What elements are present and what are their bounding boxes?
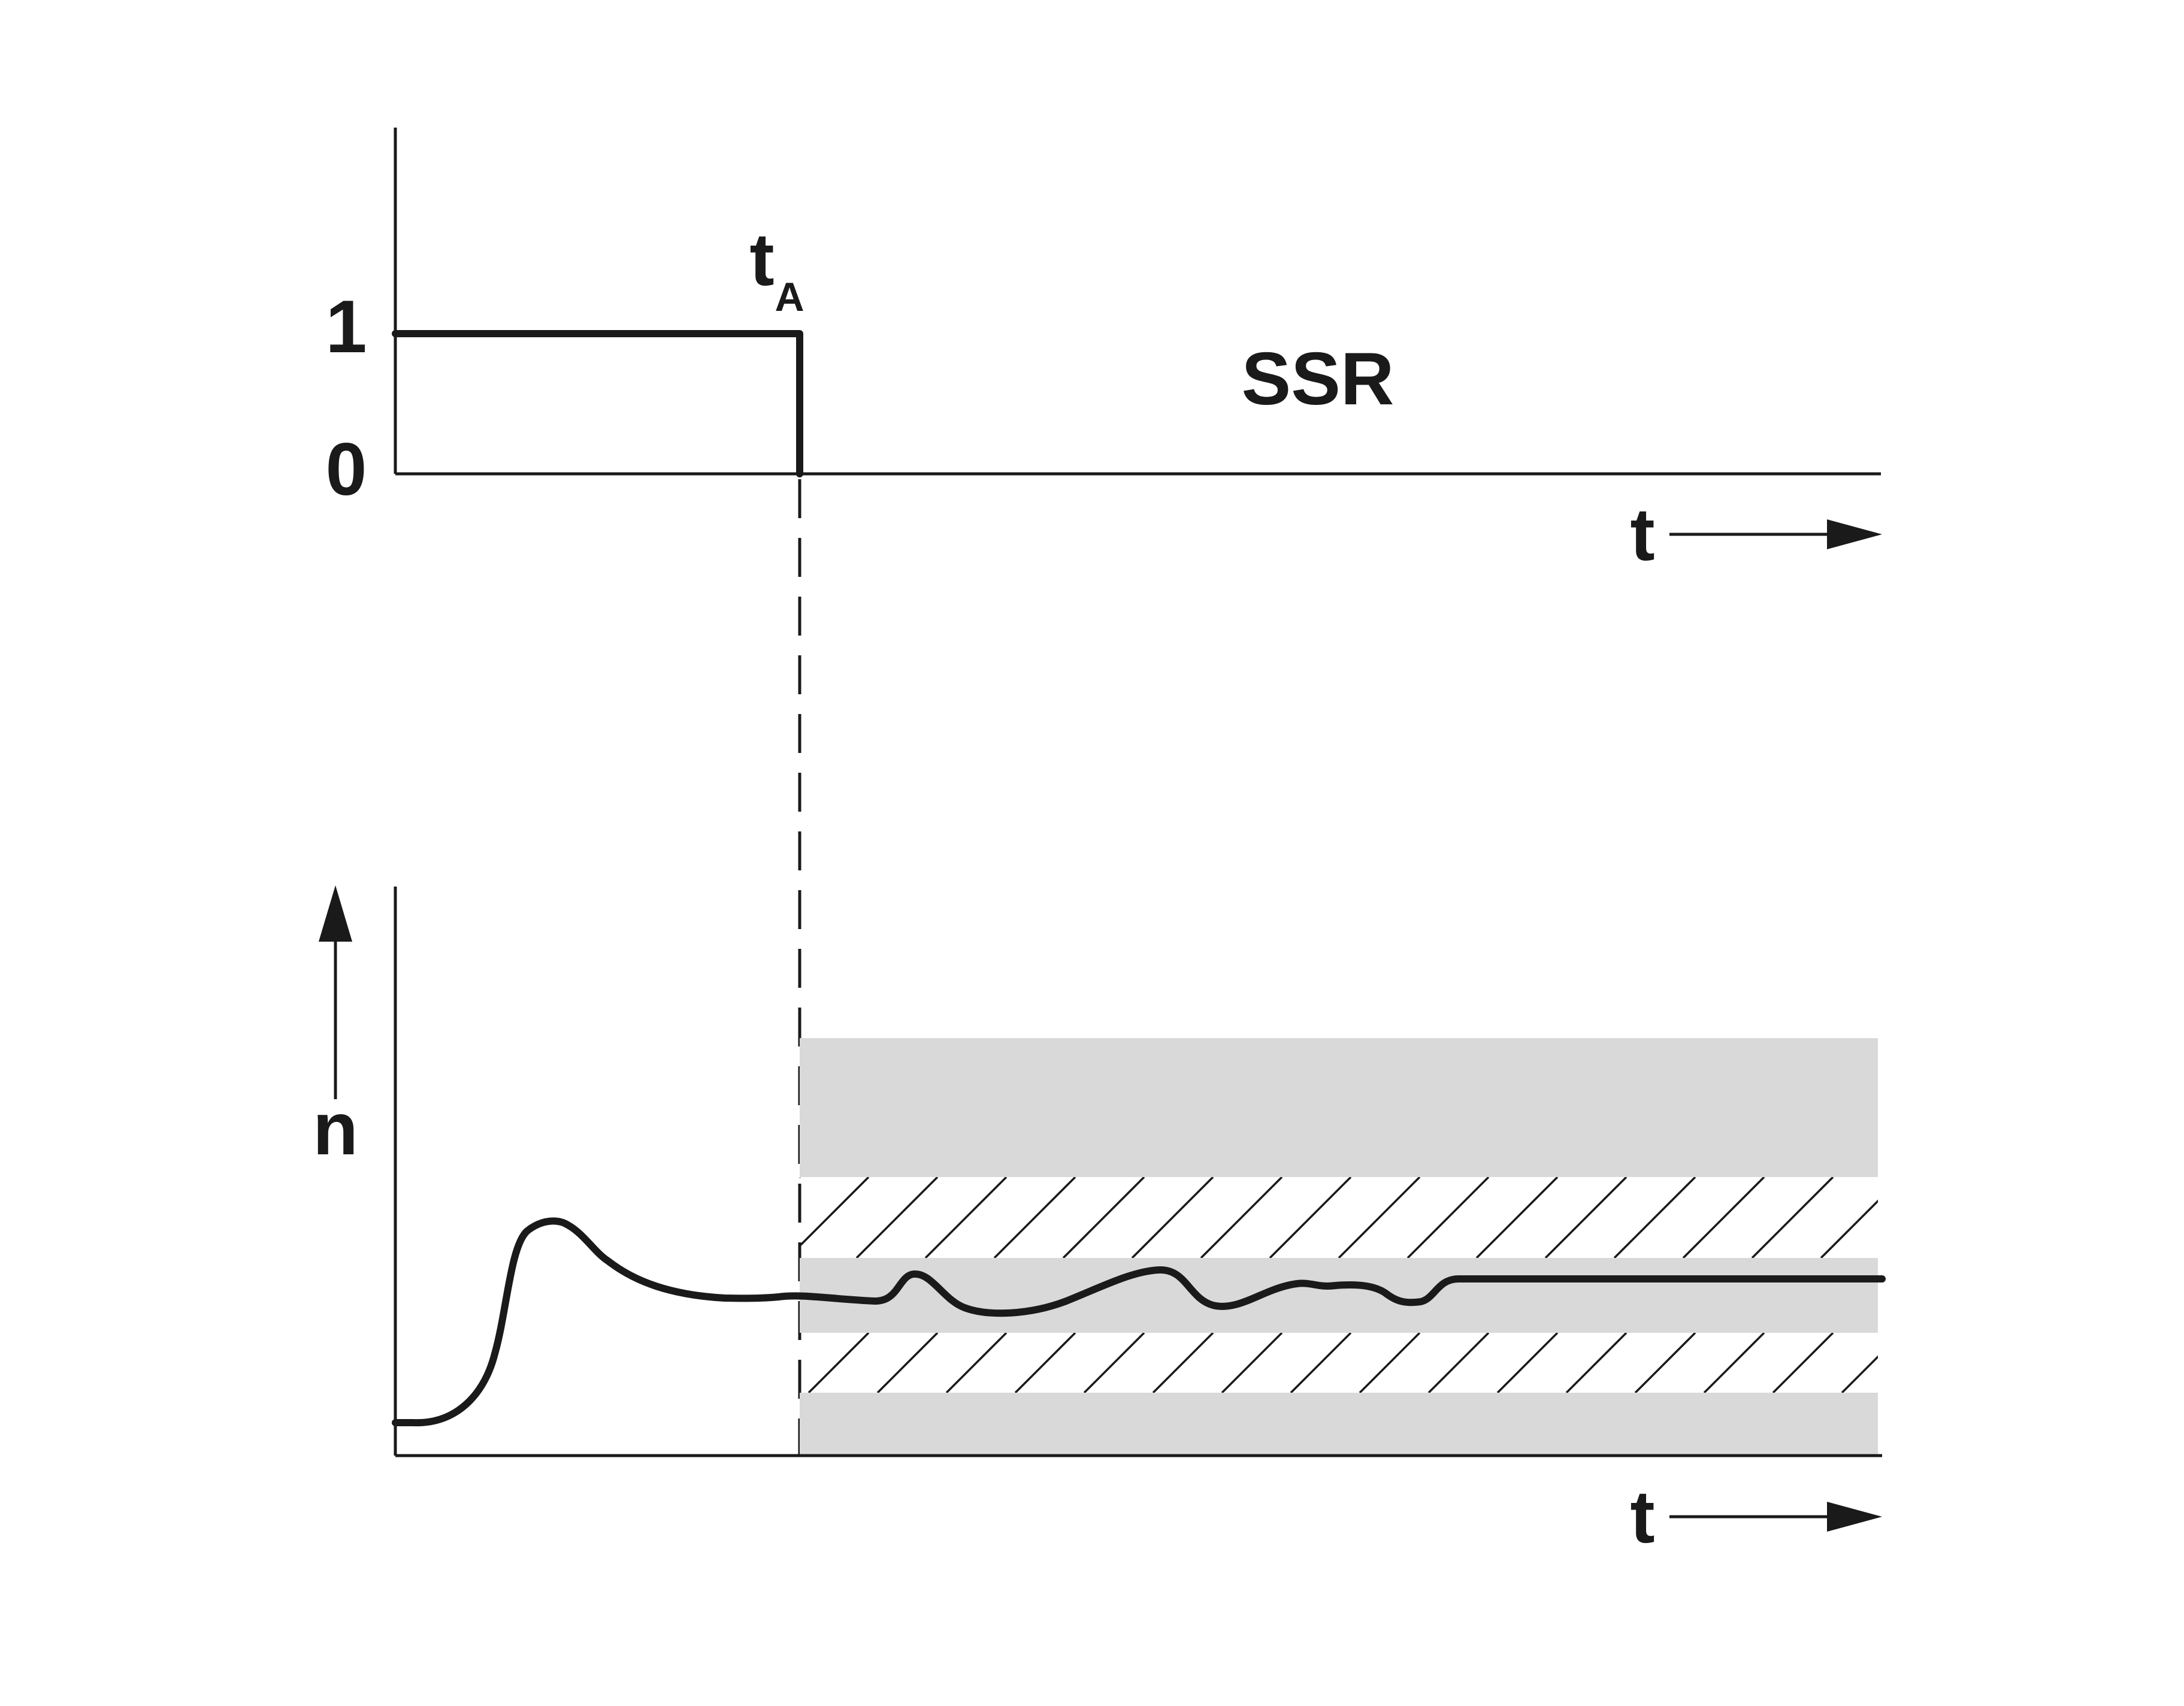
upper-hatch-line bbox=[1682, 1177, 1765, 1258]
event-label-ta-subscript: A bbox=[775, 274, 804, 320]
upper-hatch-line bbox=[800, 1177, 870, 1248]
top-x-label: t bbox=[1630, 494, 1654, 576]
upper-hatch-line bbox=[1613, 1177, 1696, 1258]
bottom-y-arrow-head bbox=[319, 885, 352, 942]
bottom-x-arrow-head bbox=[1827, 1502, 1882, 1532]
lower-hatch-line bbox=[1841, 1355, 1878, 1393]
speed-curve bbox=[392, 1217, 1886, 1427]
upper-hatch-line bbox=[1890, 1177, 1971, 1258]
lower-hatch-line bbox=[1703, 1333, 1765, 1393]
bottom-chart: n t bbox=[313, 885, 2040, 1559]
upper-hatch-line bbox=[924, 1177, 1008, 1258]
lower-limit-band bbox=[800, 1393, 1878, 1454]
upper-hatch-line bbox=[855, 1177, 939, 1258]
upper-hatch-line bbox=[1062, 1177, 1145, 1258]
ssr-signal-step bbox=[392, 330, 803, 477]
upper-hatch-line bbox=[1338, 1177, 1421, 1258]
lower-hatch-line bbox=[1427, 1333, 1490, 1393]
lower-hatch-line bbox=[1772, 1333, 1834, 1393]
lower-hatch-line bbox=[1290, 1333, 1352, 1393]
lower-hatch-line bbox=[800, 1333, 801, 1335]
upper-hatch-line bbox=[1406, 1177, 1490, 1258]
upper-hatch-line bbox=[993, 1177, 1076, 1258]
lower-hatch-line bbox=[945, 1333, 1008, 1393]
upper-hatch-line bbox=[800, 1177, 801, 1179]
lower-hatch-zone bbox=[800, 1333, 1971, 1393]
upper-hatch-line bbox=[1131, 1177, 1214, 1258]
bottom-y-label: n bbox=[313, 1088, 358, 1170]
upper-hatch-line bbox=[1959, 1177, 2040, 1258]
lower-hatch-line bbox=[876, 1333, 939, 1393]
lower-hatch-line bbox=[1565, 1333, 1628, 1393]
upper-hatch-line bbox=[1269, 1177, 1352, 1258]
upper-limit-band bbox=[800, 1038, 1878, 1177]
lower-hatch-line bbox=[1083, 1333, 1145, 1393]
lower-hatch-line bbox=[1014, 1333, 1076, 1393]
upper-hatch-line bbox=[1820, 1199, 1878, 1258]
upper-hatch-line bbox=[1475, 1177, 1559, 1258]
lower-hatch-line bbox=[1496, 1333, 1559, 1393]
upper-hatch-line bbox=[1544, 1177, 1628, 1258]
lower-hatch-line bbox=[1152, 1333, 1214, 1393]
upper-hatch-line bbox=[1200, 1177, 1283, 1258]
event-label-ta: t bbox=[749, 219, 774, 301]
top-y-label-one: 1 bbox=[326, 286, 367, 368]
setpoint-band bbox=[800, 1258, 1878, 1333]
top-x-arrow-head bbox=[1827, 519, 1882, 549]
lower-hatch-line bbox=[1911, 1333, 1971, 1393]
top-chart-title: SSR bbox=[1242, 338, 1395, 421]
top-y-label-zero: 0 bbox=[326, 428, 367, 511]
lower-hatch-line bbox=[807, 1333, 870, 1393]
top-chart: 1 0 t A SSR t bbox=[326, 128, 1882, 576]
lower-hatch-line bbox=[1359, 1333, 1421, 1393]
lower-hatch-line bbox=[1221, 1333, 1283, 1393]
upper-hatch-line bbox=[1751, 1177, 1834, 1258]
bottom-x-label: t bbox=[1630, 1476, 1654, 1559]
upper-hatch-zone bbox=[800, 1177, 2040, 1258]
lower-hatch-line bbox=[1634, 1333, 1696, 1393]
